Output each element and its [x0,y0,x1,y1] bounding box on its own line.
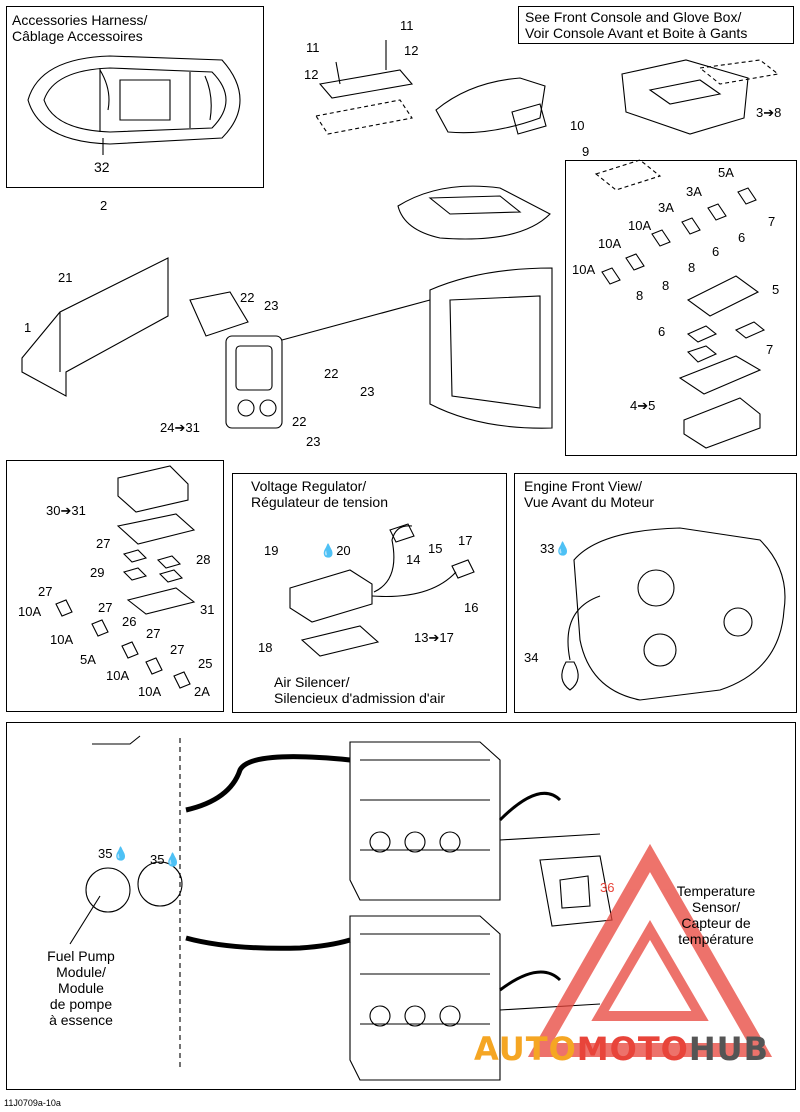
panel-accessories-harness [6,6,264,188]
callout-28: 28 [196,552,211,567]
voltage-regulator-drawing [289,523,475,657]
callout-22b: 22 [324,366,339,381]
fuse-box-assembly [225,335,283,429]
drop-icon: 💧 [320,543,337,558]
callout-35a: 35💧 [98,846,129,861]
drop-icon: 💧 [164,852,181,867]
voltage-regulator-title: Voltage Regulator/ Régulateur de tension [251,478,388,510]
callout-18: 18 [258,640,273,655]
callout-23c: 23 [306,434,321,449]
boat-side-view [397,185,551,240]
callout-23a: 23 [264,298,279,313]
fuse-legend-parts [601,187,766,449]
callout-24-31: 24➔31 [160,420,200,435]
callout-27c: 27 [98,600,113,615]
engine-front-view-drawing [561,527,786,701]
callout-10A-c: 10A [572,262,596,277]
callout-10A-f: 10A [106,668,130,683]
callout-10A-a: 10A [628,218,652,233]
callout-3A-b: 3A [658,200,674,215]
panel-voltage-regulator [232,473,507,713]
engine-front-view-title: Engine Front View/ Vue Avant du Moteur [524,478,654,510]
callout-27a: 27 [96,536,111,551]
accessories-harness-title: Accessories Harness/ Câblage Accessoires [12,12,148,44]
callout-2A: 2A [194,684,210,699]
callout-35b: 35💧 [150,852,181,867]
fuel-system-drawing [69,735,613,1081]
callout-12a: 12 [404,43,419,58]
callout-27d: 27 [146,626,161,641]
callout-8-lower: 8 [636,288,644,303]
fuse-detail-parts [55,465,196,689]
callout-29: 29 [90,565,105,580]
panel-fuel-system [6,722,796,1090]
panel-fuse-legend [565,160,797,456]
callout-26: 26 [122,614,137,629]
callout-30-31: 30➔31 [46,503,86,518]
callout-2: 2 [100,198,108,213]
callout-12b: 12 [304,67,319,82]
callout-22a: 22 [240,290,255,305]
callout-19: 19 [264,543,279,558]
callout-36: 36 [600,880,615,895]
callout-8b: 8 [662,278,670,293]
switch-panel-drawing [318,69,414,99]
callout-32: 32 [94,159,110,175]
callout-10: 10 [570,118,585,133]
callout-6c: 6 [658,324,666,339]
fuel-pump-module-label: Fuel Pump Module/ Module de pompe à esse… [47,948,115,1028]
callout-16: 16 [464,600,479,615]
panel-fuse-box-detail [6,460,224,712]
mounting-plate [21,257,169,397]
callout-33: 33💧 [540,541,571,556]
callout-3-8: 3➔8 [756,105,782,120]
callout-21: 21 [58,270,73,285]
callout-6b: 6 [712,244,720,259]
callout-5A-b: 5A [80,652,96,667]
callout-7b: 7 [766,342,774,357]
callout-31: 31 [200,602,215,617]
callout-13-17: 13➔17 [414,630,454,645]
callout-15: 15 [428,541,443,556]
callout-20: 💧20 [320,543,351,558]
air-silencer-label: Air Silencer/ Silencieux d'admission d'a… [274,674,446,706]
callout-7a: 7 [768,214,776,229]
boat-top-view-outline [27,55,241,145]
callout-25: 25 [198,656,213,671]
callout-1: 1 [24,320,32,335]
front-console-drawing [435,77,546,134]
callout-10A-b: 10A [598,236,622,251]
drop-icon: 💧 [112,846,129,861]
panel-engine-front-view [514,473,797,713]
callout-3A-a: 3A [686,184,702,199]
callout-8a: 8 [688,260,696,275]
callout-9: 9 [582,144,590,159]
callout-11b: 11 [306,40,320,55]
callout-22c: 22 [292,414,307,429]
callout-27e: 27 [170,642,185,657]
figure-code: 11J0709a-10a [4,1098,61,1108]
callout-17: 17 [458,533,473,548]
callout-10A-d: 10A [18,604,42,619]
callout-5: 5 [772,282,780,297]
front-console-title-box [518,6,794,44]
callout-23b: 23 [360,384,375,399]
callout-5A: 5A [718,165,734,180]
watermark-logo: AUTOMOTOHUB [474,1030,770,1068]
callout-4-5: 4➔5 [630,398,656,413]
callout-27b: 27 [38,584,53,599]
drop-icon: 💧 [554,541,571,556]
callout-6a: 6 [738,230,746,245]
temperature-sensor-label: Temperature Sensor/ Capteur de températu… [676,883,756,947]
callout-10A-g: 10A [138,684,162,699]
callout-34: 34 [524,650,539,665]
glove-box-drawing [621,59,749,135]
callout-14: 14 [406,552,421,567]
boat-rear-compartment [429,267,553,429]
callout-10A-e: 10A [50,632,74,647]
watermark-triangle [527,843,773,1057]
callout-11a: 11 [400,18,414,33]
front-console-title: See Front Console and Glove Box/ Voir Co… [525,9,748,41]
